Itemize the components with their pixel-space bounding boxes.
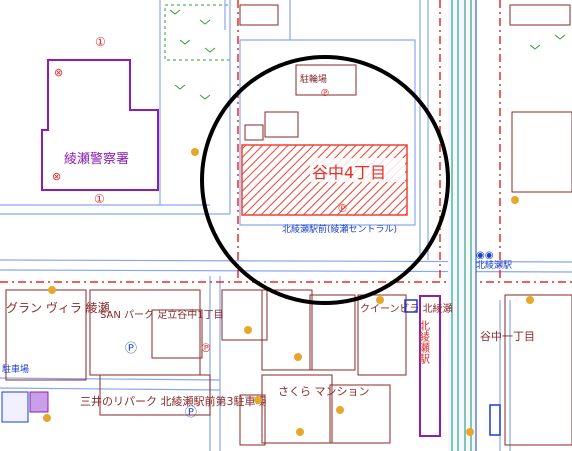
station-name-label: 北綾瀬駅 xyxy=(476,259,512,271)
circled-number-icon-2: ① xyxy=(94,192,105,206)
gold-marker-icon xyxy=(254,396,262,404)
small-buildings xyxy=(1,299,501,436)
gold-marker-icon xyxy=(191,148,199,156)
parking-icon-3: ℗ xyxy=(200,341,212,355)
gold-marker-icon xyxy=(511,196,519,204)
grand-villa-label: グラン ヴィラ 綾瀬 xyxy=(6,300,110,315)
police-station-label: 綾瀬警察署 xyxy=(64,151,129,167)
parking-icon: ℗ xyxy=(337,202,348,215)
parking-left-label: 駐車場 xyxy=(2,363,29,375)
gold-marker-icon xyxy=(48,286,56,294)
building-outlines xyxy=(5,4,572,446)
sakura-mansion-label: さくら マンション xyxy=(278,385,370,398)
gold-marker-icon xyxy=(376,296,384,304)
station-icon: ◉◉ xyxy=(476,250,493,261)
admin-boundaries xyxy=(0,0,572,283)
circled-number-icon: ① xyxy=(95,35,106,49)
police-station[interactable]: ① ⊗ ⊗ ① 綾瀬警察署 xyxy=(41,35,159,206)
mitsui-park-label: 三井のリパーク 北綾瀬駅前第3駐車場 xyxy=(80,394,267,408)
highlighted-block[interactable]: 谷中4丁目 北綾瀬駅前(綾瀬セントラル) ℗ xyxy=(241,144,408,235)
san-park-label: SAN パーク 足立谷中1丁目 xyxy=(100,308,224,321)
parking-p-icon-2: Ⓟ xyxy=(125,341,137,355)
queen-villa-label: クイーンビラ 北綾瀬 xyxy=(360,302,453,315)
gold-marker-icon xyxy=(43,414,51,422)
gold-marker-icon xyxy=(526,296,534,304)
gold-marker-icon xyxy=(294,353,302,361)
yanaka-ward-label: 谷中一丁目 xyxy=(480,330,535,343)
parking-p-icon: Ⓟ xyxy=(185,405,197,419)
focus-circle xyxy=(200,55,450,305)
fire-hydrant-icon: ⊗ xyxy=(54,66,63,79)
parking-central-label: 北綾瀬駅前(綾瀬セントラル) xyxy=(282,223,397,235)
building-top-label: 駐輪場 xyxy=(300,73,327,85)
area-block-label: 谷中4丁目 xyxy=(312,163,386,182)
fire-hydrant-icon-2: ⊗ xyxy=(52,170,61,183)
gold-marker-icon xyxy=(466,428,474,436)
gold-marker-icon xyxy=(336,406,344,414)
railway xyxy=(448,0,477,451)
gold-marker-icon xyxy=(296,428,304,436)
gold-markers xyxy=(43,148,534,436)
station-label: 北綾瀬駅 xyxy=(418,320,431,365)
station-building[interactable]: 北綾瀬駅 xyxy=(418,295,441,437)
parking-icon-2: ℗ xyxy=(320,88,330,99)
gold-marker-icon xyxy=(244,326,252,334)
